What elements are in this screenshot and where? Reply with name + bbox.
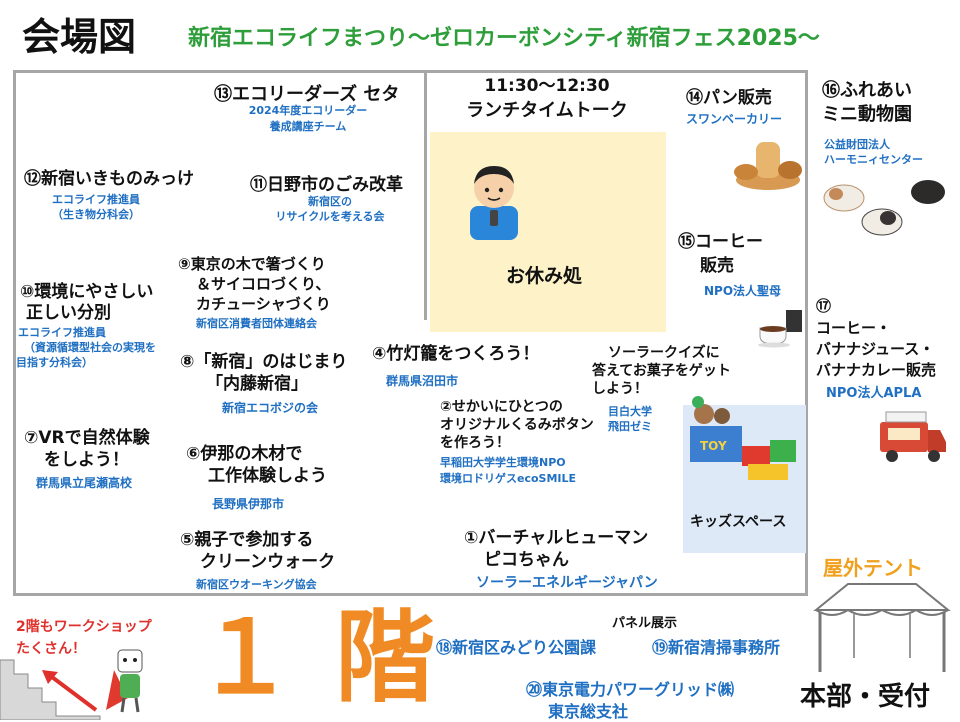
tent-label: 屋外テント <box>823 556 923 580</box>
booth-16-line-1: ⑯ふれあい <box>822 80 912 101</box>
booth-17-num: ⑰ <box>816 297 832 315</box>
booth-16-org-2: ハーモニィセンター <box>824 153 923 166</box>
booth-8-line-1: ⑧「新宿」のはじまり <box>180 352 348 372</box>
tent-icon <box>813 583 951 672</box>
booth-15-org: NPO法人聖母 <box>704 284 782 298</box>
booth-15-line-1: ⑮コーヒー <box>678 232 763 252</box>
booth-9-line-1: ⑨東京の木で箸づくり <box>178 255 326 273</box>
booth-4-org: 群馬県沼田市 <box>386 374 459 388</box>
booth-2-line-2: オリジナルくるみボタン <box>440 417 594 433</box>
booth-2-org-2: 環境ロドリゲスecoSMILE <box>440 472 577 485</box>
mascot-icon <box>106 649 143 713</box>
booth-10-org-3: 目指す分科会） <box>16 356 93 369</box>
booth-13-org-1: 2024年度エコリーダー <box>248 104 368 117</box>
guinea-pig-icon <box>823 180 945 236</box>
rest-area <box>430 132 666 332</box>
booth-11-org-2: リサイクルを考える会 <box>275 210 385 223</box>
booth-14-org: スワンベーカリー <box>686 112 783 126</box>
booth-15-line-2: 販売 <box>700 256 734 276</box>
quiz-org-1: 目白大学 <box>608 405 652 418</box>
booth-6-org: 長野県伊那市 <box>212 497 285 511</box>
booth-1-org: ソーラーエネルギージャパン <box>476 575 658 591</box>
quiz-line-1: ソーラークイズに <box>608 345 720 361</box>
lunch-time: 11:30～12:30 <box>484 76 610 96</box>
booth-1-line-1: ①バーチャルヒューマン <box>464 528 649 548</box>
booth-14-name: ⑭パン販売 <box>686 88 772 108</box>
speaker-illustration-icon <box>470 166 518 240</box>
booth-1-line-2: ピコちゃん <box>484 550 569 570</box>
booth-10-line-1: ⑩環境にやさしい <box>20 282 154 302</box>
workshop-note: 2階もワークショップ たくさん！ <box>16 616 152 660</box>
page-title: 会場図 <box>22 15 137 59</box>
booth-6-line-2: 工作体験しよう <box>208 466 327 486</box>
booth-8-org: 新宿エコボジの会 <box>222 401 319 415</box>
stairs-icon <box>0 659 101 720</box>
panel-heading: パネル展示 <box>612 616 678 631</box>
hall-frame <box>13 70 808 596</box>
toy-box-icon: TOY <box>690 396 796 480</box>
booth-11-name: ⑪日野市のごみ改革 <box>250 175 403 195</box>
workshop-note-line-2: たくさん！ <box>16 641 86 657</box>
booth-13-name: ⑬エコリーダーズ セタ <box>214 84 400 105</box>
booth-5-line-2: クリーンウォーク <box>200 552 336 572</box>
reception-label: 本部・受付 <box>800 682 931 712</box>
panel-20-line-2: 東京総支社 <box>548 702 629 721</box>
booth-10-org-2: （資源循環型社会の実現を <box>24 341 156 354</box>
booth-11-org-1: 新宿区の <box>308 195 352 208</box>
panel-18: ⑱新宿区みどり公園課 <box>436 638 597 657</box>
quiz-line-2: 答えてお菓子をゲット <box>592 363 731 379</box>
booth-5-line-1: ⑤親子で参加する <box>180 530 314 550</box>
booth-17-line-1: コーヒー・ <box>816 319 892 337</box>
booth-9-org: 新宿区消費者団体連絡会 <box>196 317 317 330</box>
booth-17-org: NPO法人APLA <box>826 386 922 401</box>
booth-5-org: 新宿区ウオーキング協会 <box>196 578 317 591</box>
booth-17-line-2: バナナジュース・ <box>816 340 935 358</box>
booth-12-org-1: エコライフ推進員 <box>52 193 140 206</box>
bread-icon <box>734 142 802 190</box>
booth-2-line-3: を作ろう！ <box>440 435 510 451</box>
booth-2-org-1: 早稲田大学学生環境NPO <box>440 456 566 469</box>
booth-17-line-3: バナナカレー販売 <box>816 361 937 379</box>
booth-9-line-2: ＆サイコロづくり、 <box>196 275 331 293</box>
kids-space-label: キッズスペース <box>690 514 787 530</box>
booth-12-name: ⑫新宿いきものみっけ <box>24 169 194 189</box>
booth-16-line-2: ミニ動物園 <box>822 104 912 125</box>
floor-label: １階 <box>195 599 475 716</box>
svg-text:TOY: TOY <box>700 439 727 453</box>
quiz-line-3: しよう！ <box>592 381 648 397</box>
food-truck-icon <box>880 411 946 462</box>
booth-7-line-2: をしよう！ <box>44 450 129 470</box>
booth-7-org: 群馬県立尾瀬高校 <box>36 476 133 490</box>
rest-area-label: お休み処 <box>506 265 583 287</box>
lunch-title: ランチタイムトーク <box>466 100 628 121</box>
quiz-org-2: 飛田ゼミ <box>608 420 652 433</box>
booth-2-line-1: ②せかいにひとつの <box>440 399 563 415</box>
booth-9-line-3: カチューシャづくり <box>196 295 331 313</box>
lunch-area-divider <box>424 72 427 320</box>
booth-4-name: ④竹灯籠をつくろう！ <box>372 344 540 364</box>
panel-19: ⑲新宿清掃事務所 <box>652 638 781 657</box>
event-title: 新宿エコライフまつり～ゼロカーボンシティ新宿フェス2025～ <box>188 26 820 51</box>
coffee-icon <box>758 310 802 348</box>
booth-13-org-2: 養成講座チーム <box>269 120 347 133</box>
panel-20-line-1: ⑳東京電力パワーグリッド㈱ <box>526 680 735 699</box>
booth-12-org-2: （生き物分科会） <box>52 208 140 221</box>
booth-10-line-2: 正しい分別 <box>26 303 111 323</box>
workshop-note-line-1: 2階もワークショップ <box>16 619 152 635</box>
booth-16-org-1: 公益財団法人 <box>824 138 890 151</box>
booth-7-line-1: ⑦VRで自然体験 <box>24 428 150 448</box>
booth-8-line-2: 「内藤新宿」 <box>206 374 308 394</box>
booth-10-org-1: エコライフ推進員 <box>18 326 106 339</box>
booth-6-line-1: ⑥伊那の木材で <box>186 444 303 464</box>
